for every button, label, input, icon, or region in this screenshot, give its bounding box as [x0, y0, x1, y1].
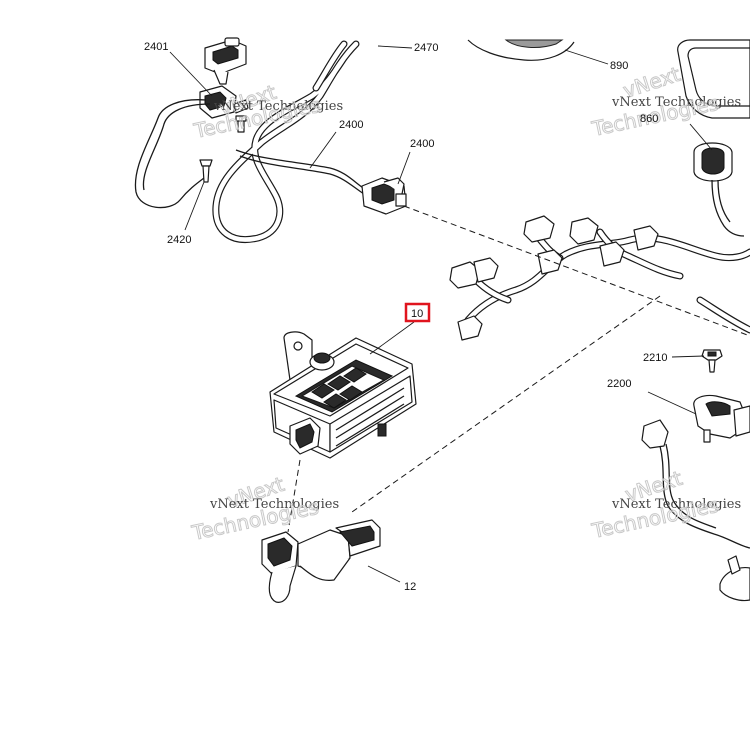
callout-10-highlight — [404, 302, 431, 323]
watermark-bottom-left: vNext vNext Technologies Technologies — [189, 471, 340, 545]
watermark-text: vNext Technologies — [209, 497, 339, 512]
connector-860 — [693, 142, 745, 237]
fastener-2210 — [701, 349, 723, 373]
callout-860[interactable]: 860 — [640, 113, 658, 125]
callout-labels[interactable]: 2401 2470 890 2400 2400 860 2420 10 2210… — [144, 41, 667, 593]
control-module-10 — [269, 331, 417, 459]
callout-2400-wire[interactable]: 2400 — [339, 119, 363, 131]
connector-12 — [261, 519, 381, 603]
callout-10[interactable]: 10 — [411, 308, 423, 320]
screw-2420 — [199, 159, 213, 183]
callout-12[interactable]: 12 — [404, 581, 416, 593]
dashed-connections — [287, 205, 750, 533]
main-wiring-harness — [449, 215, 750, 341]
leader-lines — [169, 45, 713, 583]
pin-2401 — [235, 115, 247, 133]
cover-890 — [467, 39, 575, 61]
bracket-bottom-right — [719, 555, 750, 602]
switch-assembly-2401 — [199, 37, 249, 119]
display-860-bezel — [677, 39, 750, 119]
callout-2200[interactable]: 2200 — [607, 378, 631, 390]
callout-2420[interactable]: 2420 — [167, 234, 191, 246]
wire-loop-left — [134, 99, 211, 209]
watermark-text: vNext Technologies — [213, 99, 343, 114]
watermark-bottom-right: vNext vNext Technologies Technologies — [589, 465, 742, 543]
callout-890[interactable]: 890 — [610, 60, 628, 72]
sensor-2200 — [641, 394, 750, 549]
harness-2470 — [212, 40, 360, 243]
wire-2400 — [235, 149, 367, 195]
connector-2400 — [361, 177, 407, 215]
callout-2400-connector[interactable]: 2400 — [410, 138, 434, 150]
watermark-text: vNext Technologies — [611, 95, 741, 110]
callout-2470[interactable]: 2470 — [414, 42, 438, 54]
callout-2401[interactable]: 2401 — [144, 41, 168, 53]
watermark-text: vNext Technologies — [611, 497, 741, 512]
callout-2210[interactable]: 2210 — [643, 352, 667, 364]
